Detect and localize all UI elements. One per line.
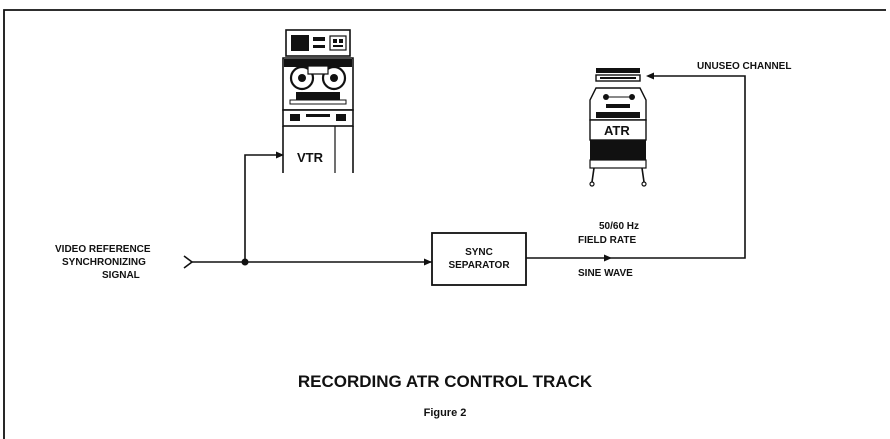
vtr-feed-wire (244, 154, 282, 262)
arrow-mid-output (604, 254, 612, 262)
input-label-line-1: VIDEO REFERENCE (55, 244, 151, 255)
sync-separator-line-1: SYNC (465, 247, 493, 258)
arrow-to-atr (646, 72, 654, 80)
figure-label: Figure 2 (424, 407, 467, 419)
rate-label-line-1: 50/60 Hz (599, 221, 639, 232)
diagram-title: RECORDING ATR CONTROL TRACK (298, 372, 593, 391)
input-label-line-2: SYNCHRONIZING (62, 257, 146, 268)
sync-separator-box (431, 232, 527, 286)
input-chevron (183, 255, 194, 269)
vtr-label: VTR (297, 150, 324, 165)
sine-wave-label: SINE WAVE (578, 268, 633, 279)
sync-separator-line-2: SEPARATOR (448, 260, 510, 271)
vtr-machine (282, 29, 354, 173)
rate-label-line-2: FIELD RATE (578, 235, 636, 246)
input-label-line-3: SIGNAL (102, 270, 140, 281)
atr-machine (589, 68, 647, 187)
atr-label: ATR (604, 123, 630, 138)
atr-feed-wire (526, 75, 746, 259)
page-border (3, 9, 886, 439)
arrow-to-vtr (276, 151, 284, 159)
arrow-to-sync (424, 258, 432, 266)
unused-channel-label: UNUSEO CHANNEL (697, 61, 791, 72)
